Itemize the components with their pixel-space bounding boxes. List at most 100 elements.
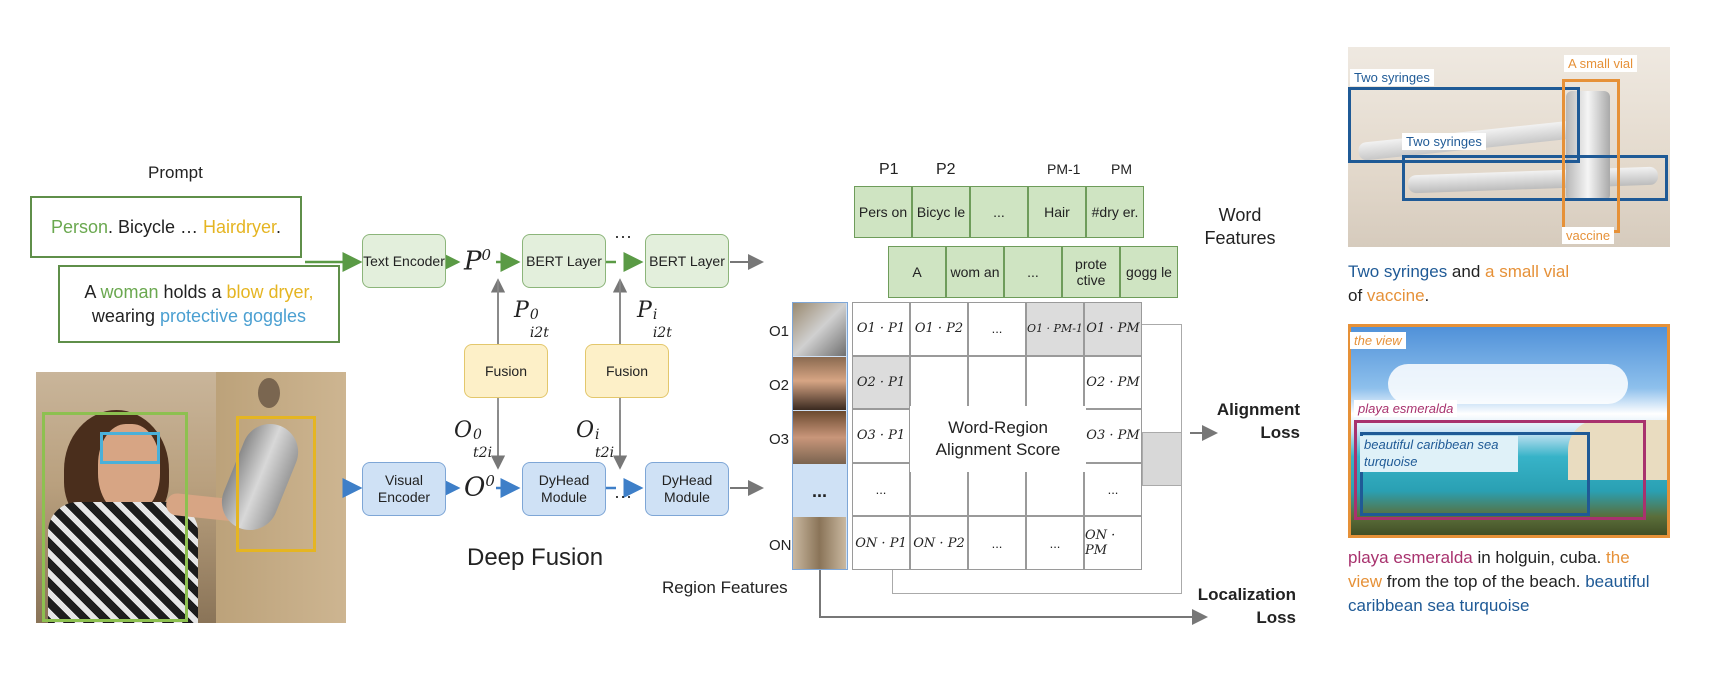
dyhead-module-2: DyHead Module [645,462,729,516]
region-features-label: Region Features [662,578,788,597]
word-head-2: P2 [936,161,956,178]
box-syringe-2 [1402,155,1668,201]
word-feat-r1-c5: #dry er. [1086,186,1144,238]
word-goggles: protective goggles [159,306,307,326]
matrix-cell-r3-c5: O3 · PM [1084,409,1142,463]
matrix-back-gray [1142,432,1182,486]
localization-loss-label: Localization Loss [1197,585,1296,627]
matrix-cell-r1-c5: O1 · PM [1084,302,1142,356]
fusion-block-2: Fusion [585,344,669,398]
matrix-cell-r3-c1: O3 · P1 [852,409,910,463]
word-woman: woman [100,281,159,302]
word-feat-r2-c5: gogg le [1120,246,1178,298]
tag-playa: playa esmeralda [1354,400,1458,417]
matrix-cell-r2-c4 [1026,355,1084,410]
caption1-vaccine: vaccine [1366,285,1425,305]
vial [1566,91,1610,201]
input-image [36,372,346,623]
box-vial [1562,79,1620,233]
matrix-cell-r2-c5: O2 · PM [1084,355,1142,410]
region-thumb-n [793,517,846,569]
tag-syringe-2: Two syringes [1402,133,1486,150]
clock [258,378,280,408]
word-feat-r2-c1: A [888,246,946,298]
box-view [1348,324,1670,538]
word-head-m-1: PM-1 [1047,161,1081,177]
caption2-beach: from the top of the beach. [1382,571,1586,591]
caption2-caribbean: beautiful caribbean sea turquoise [1348,571,1650,615]
matrix-cell-r5-c4: ... [1026,516,1084,570]
alignment-loss-label: Alignment Loss [1216,400,1300,442]
caption1-vial: a small vial [1485,262,1570,281]
label-o0: O0 [464,472,495,503]
box-hairdryer [236,416,316,552]
caption2-playa: playa esmeralda [1348,548,1473,567]
matrix-cell-r5-c5: ON · PM [1084,516,1142,570]
caption1-syringes: Two syringes [1348,262,1448,281]
word-a: A [84,281,101,302]
word-feat-r2-c2: wom an [946,246,1004,298]
word-wearing: wearing [91,306,160,326]
word-period: . [276,216,282,237]
word-feat-r1-c2: Bicyc le [912,186,970,238]
visual-encoder: Visual Encoder [362,462,446,516]
word-feat-r1-c3: ... [970,186,1028,238]
box-syringe-1 [1348,87,1580,163]
caption-beach: playa esmeralda in holguin, cuba. the vi… [1348,546,1668,617]
caption1-and: and [1447,262,1486,281]
word-blow-dryer: blow dryer, [226,281,314,302]
word-feat-r2-c4: prote ctive [1062,246,1120,298]
caption2-view: the view [1348,548,1630,591]
tag-syringe-1: Two syringes [1350,69,1434,86]
word-feat-r1-c4: Hair [1028,186,1086,238]
caption1-period: . [1424,285,1430,305]
region-label-o2: O2 [769,377,790,394]
text-encoder: Text Encoder [362,234,446,288]
beach-cloud [1388,364,1628,404]
example-image-syringes: Two syringes Two syringes A small vial v… [1348,47,1670,247]
matrix-cell-r5-c1: ON · P1 [852,516,910,570]
bert-layer-1: BERT Layer [522,234,606,288]
matrix-cell-r2-c3 [968,355,1026,410]
word-head-m: PM [1111,161,1132,177]
region-label-on: ON [769,537,792,554]
matrix-cell-r4-c5: ... [1084,462,1142,517]
woman-body [48,502,198,623]
box-playa [1354,420,1646,520]
beach-sand [1568,420,1668,480]
matrix-cell-r2-c2 [910,355,968,410]
matrix-center-label: Word-Region Alignment Score [910,406,1086,472]
tag-vial: A small vial [1564,55,1638,72]
arrow-localization-loss [819,570,1208,625]
region-feature-column: ... [792,302,848,570]
word-bicycle: . Bicycle … [107,216,204,237]
woman-face [98,424,160,514]
example-image-beach: the view playa esmeralda beautiful carib… [1348,324,1670,538]
caption1-of: of [1348,285,1367,305]
word-hairdryer: Hairdryer [203,216,277,237]
box-person [42,412,188,622]
dots-bottom: ··· [614,486,632,506]
matrix-cell-r1-c4: O1 · PM-1 [1026,302,1084,356]
tag-view: the view [1350,332,1406,349]
label-p0: P0 [464,246,492,277]
prompt-box-sentence: A woman holds a blow dryer, wearing prot… [58,265,340,343]
region-thumb-2 [793,357,846,410]
matrix-cell-r5-c2: ON · P2 [910,516,968,570]
matrix-cell-r4-c1: ... [852,462,910,517]
matrix-cell-r5-c3: ... [968,516,1026,570]
caption2-holguin: in holguin, cuba. [1472,548,1607,567]
word-features-label: Word Features [1204,205,1276,249]
prompt-title: Prompt [148,163,203,182]
prompt-box-categories: Person. Bicycle … Hairdryer. [30,196,302,258]
matrix-cell-r1-c3: ... [968,302,1026,356]
box-caribbean [1360,432,1590,516]
box-goggles [100,432,160,464]
region-dots: ... [811,481,827,501]
tag-caribbean: beautiful caribbean sea turquoise [1360,436,1518,472]
dots-top: ··· [614,226,632,246]
